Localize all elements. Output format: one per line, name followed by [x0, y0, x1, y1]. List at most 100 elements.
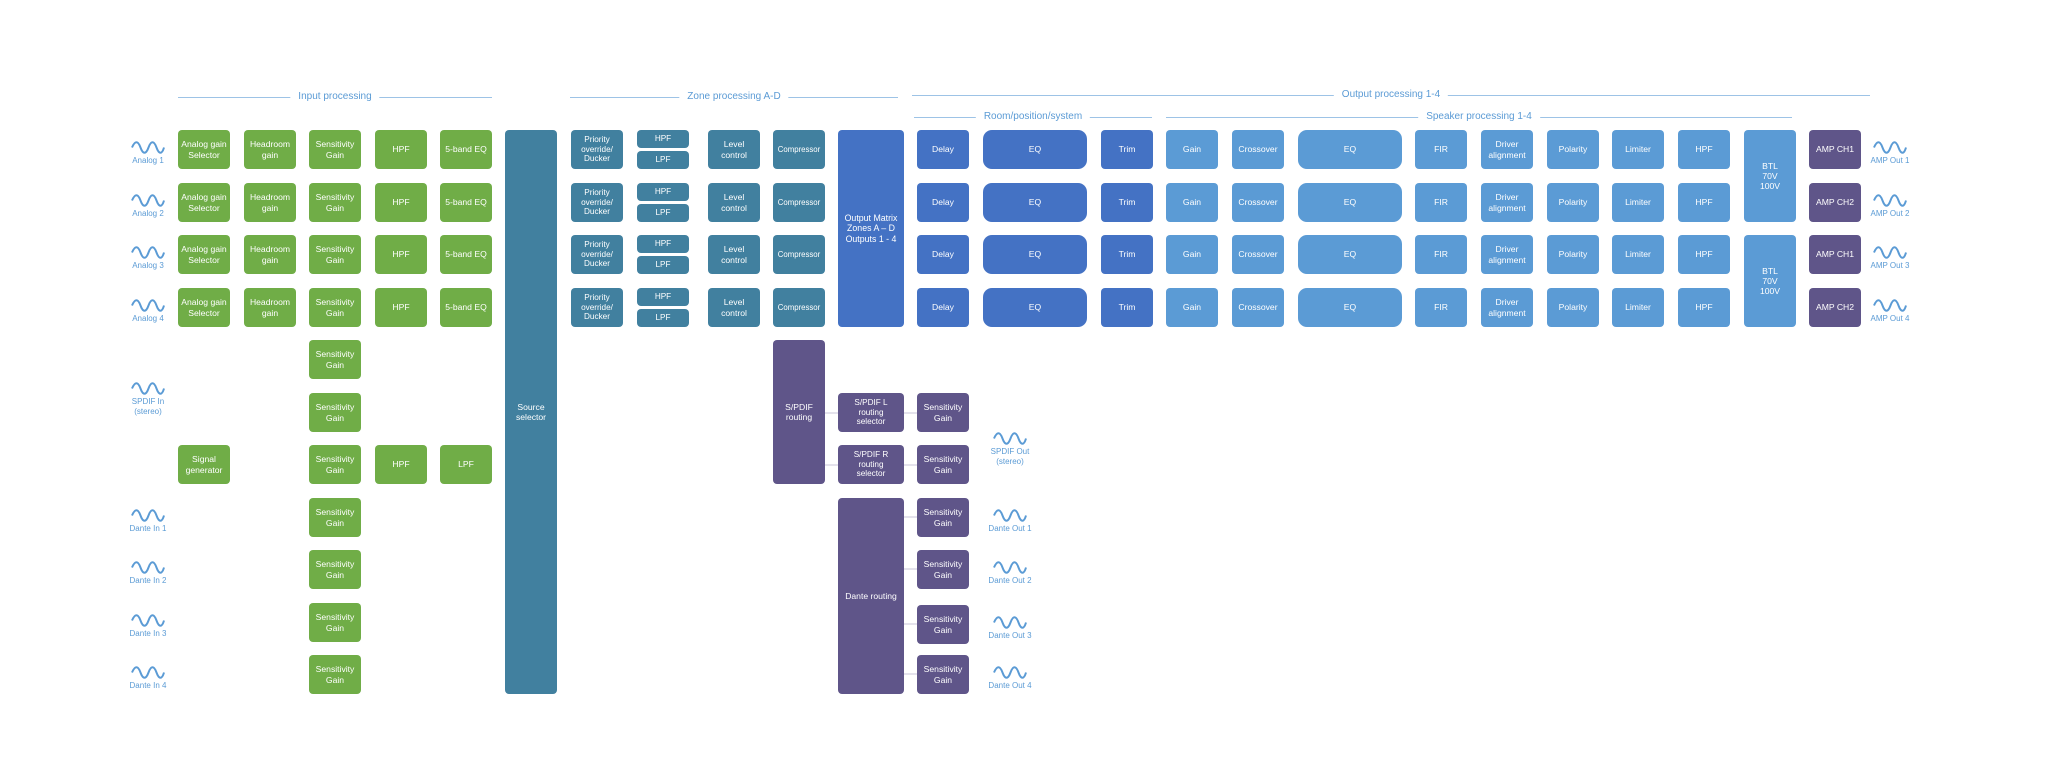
- speaker-eq-2: EQ: [1298, 183, 1402, 222]
- spdif-r-routing-selector: S/PDIF R routing selector: [838, 445, 904, 484]
- input-5band-eq-4: 5-band EQ: [440, 288, 492, 327]
- sine-wave-icon: [1873, 299, 1907, 312]
- output-hpf-3: HPF: [1678, 235, 1730, 274]
- headroom-gain-2: Headroom gain: [244, 183, 296, 222]
- analog-gain-selector-1: Analog gain Selector: [178, 130, 230, 169]
- input-sensitivity-gain-4: Sensitivity Gain: [309, 288, 361, 327]
- input-hpf-3: HPF: [375, 235, 427, 274]
- input-sensitivity-gain-2: Sensitivity Gain: [309, 183, 361, 222]
- fir-4: FIR: [1415, 288, 1467, 327]
- dante-input-3: Dante In 3: [118, 614, 178, 639]
- spdif-l-routing-selector: S/PDIF L routing selector: [838, 393, 904, 432]
- sine-wave-icon: [993, 666, 1027, 679]
- zone-hpf-3: HPF: [637, 235, 689, 253]
- room-eq-3: EQ: [983, 235, 1087, 274]
- fir-1: FIR: [1415, 130, 1467, 169]
- level-control-2: Level control: [708, 183, 760, 222]
- spdif-output: SPDIF Out (stereo): [980, 432, 1040, 467]
- sine-wave-icon: [993, 616, 1027, 629]
- dante-input-2: Dante In 2: [118, 561, 178, 586]
- section-output-processing-title: Output processing 1-4: [1333, 89, 1449, 101]
- zone-lpf-4: LPF: [637, 309, 689, 327]
- section-input-processing: Input processing: [178, 91, 492, 103]
- generator-sensitivity-gain: Sensitivity Gain: [309, 445, 361, 484]
- spdif-output-label: SPDIF Out (stereo): [990, 447, 1030, 466]
- delay-4: Delay: [917, 288, 969, 327]
- speaker-eq-1: EQ: [1298, 130, 1402, 169]
- driver-alignment-2: Driver alignment: [1481, 183, 1533, 222]
- section-input-processing-title: Input processing: [290, 91, 380, 103]
- sine-wave-icon: [131, 141, 165, 154]
- amp-output-1: AMP Out 1: [1860, 141, 1920, 166]
- speaker-eq-4: EQ: [1298, 288, 1402, 327]
- fir-2: FIR: [1415, 183, 1467, 222]
- section-zone-processing: Zone processing A-D: [570, 91, 898, 103]
- analog-input-2-label: Analog 2: [132, 209, 164, 218]
- analog-gain-selector-4: Analog gain Selector: [178, 288, 230, 327]
- driver-alignment-1: Driver alignment: [1481, 130, 1533, 169]
- zone-hpf-1: HPF: [637, 130, 689, 148]
- amp-output-2-label: AMP Out 2: [1870, 209, 1910, 218]
- dante-input-1-label: Dante In 1: [129, 524, 167, 533]
- input-5band-eq-1: 5-band EQ: [440, 130, 492, 169]
- limiter-1: Limiter: [1612, 130, 1664, 169]
- dante-sensitivity-gain-1: Sensitivity Gain: [309, 498, 361, 537]
- room-eq-1: EQ: [983, 130, 1087, 169]
- analog-input-1: Analog 1: [118, 141, 178, 166]
- dante-output-4: Dante Out 4: [980, 666, 1040, 691]
- spdif-sensitivity-gain-l: Sensitivity Gain: [309, 340, 361, 379]
- sine-wave-icon: [131, 666, 165, 679]
- input-sensitivity-gain-3: Sensitivity Gain: [309, 235, 361, 274]
- analog-input-1-label: Analog 1: [132, 156, 164, 165]
- dante-output-2: Dante Out 2: [980, 561, 1040, 586]
- input-hpf-2: HPF: [375, 183, 427, 222]
- dante-out-sensitivity-gain-1: Sensitivity Gain: [917, 498, 969, 537]
- amp-output-3-label: AMP Out 3: [1870, 261, 1910, 270]
- dante-input-1: Dante In 1: [118, 509, 178, 534]
- polarity-4: Polarity: [1547, 288, 1599, 327]
- delay-3: Delay: [917, 235, 969, 274]
- dante-output-1: Dante Out 1: [980, 509, 1040, 534]
- level-control-4: Level control: [708, 288, 760, 327]
- dante-sensitivity-gain-4: Sensitivity Gain: [309, 655, 361, 694]
- dante-input-3-label: Dante In 3: [129, 629, 167, 638]
- dante-input-2-label: Dante In 2: [129, 576, 167, 585]
- level-control-1: Level control: [708, 130, 760, 169]
- input-5band-eq-2: 5-band EQ: [440, 183, 492, 222]
- analog-gain-selector-3: Analog gain Selector: [178, 235, 230, 274]
- amp-channel-1: AMP CH1: [1809, 130, 1861, 169]
- generator-lpf: LPF: [440, 445, 492, 484]
- speaker-gain-4: Gain: [1166, 288, 1218, 327]
- btl-block-1: BTL 70V 100V: [1744, 130, 1796, 222]
- output-hpf-4: HPF: [1678, 288, 1730, 327]
- dante-output-1-label: Dante Out 1: [988, 524, 1032, 533]
- analog-input-2: Analog 2: [118, 194, 178, 219]
- input-5band-eq-3: 5-band EQ: [440, 235, 492, 274]
- signal-generator: Signal generator: [178, 445, 230, 484]
- sine-wave-icon: [993, 509, 1027, 522]
- section-speaker-processing: Speaker processing 1-4: [1166, 111, 1792, 123]
- limiter-3: Limiter: [1612, 235, 1664, 274]
- spdif-input: SPDIF In (stereo): [118, 382, 178, 417]
- sine-wave-icon: [1873, 194, 1907, 207]
- input-hpf-4: HPF: [375, 288, 427, 327]
- spdif-input-label: SPDIF In (stereo): [131, 397, 165, 416]
- polarity-1: Polarity: [1547, 130, 1599, 169]
- input-hpf-1: HPF: [375, 130, 427, 169]
- analog-input-4-label: Analog 4: [132, 314, 164, 323]
- compressor-2: Compressor: [773, 183, 825, 222]
- speaker-eq-3: EQ: [1298, 235, 1402, 274]
- section-room-position-system-title: Room/position/system: [975, 111, 1091, 123]
- sine-wave-icon: [1873, 246, 1907, 259]
- driver-alignment-4: Driver alignment: [1481, 288, 1533, 327]
- sine-wave-icon: [131, 246, 165, 259]
- crossover-1: Crossover: [1232, 130, 1284, 169]
- sine-wave-icon: [131, 509, 165, 522]
- amp-channel-4: AMP CH2: [1809, 288, 1861, 327]
- amp-channel-2: AMP CH2: [1809, 183, 1861, 222]
- priority-ducker-1: Priority override/ Ducker: [571, 130, 623, 169]
- generator-hpf: HPF: [375, 445, 427, 484]
- sine-wave-icon: [131, 561, 165, 574]
- amp-output-2: AMP Out 2: [1860, 194, 1920, 219]
- spdif-sensitivity-gain-r: Sensitivity Gain: [309, 393, 361, 432]
